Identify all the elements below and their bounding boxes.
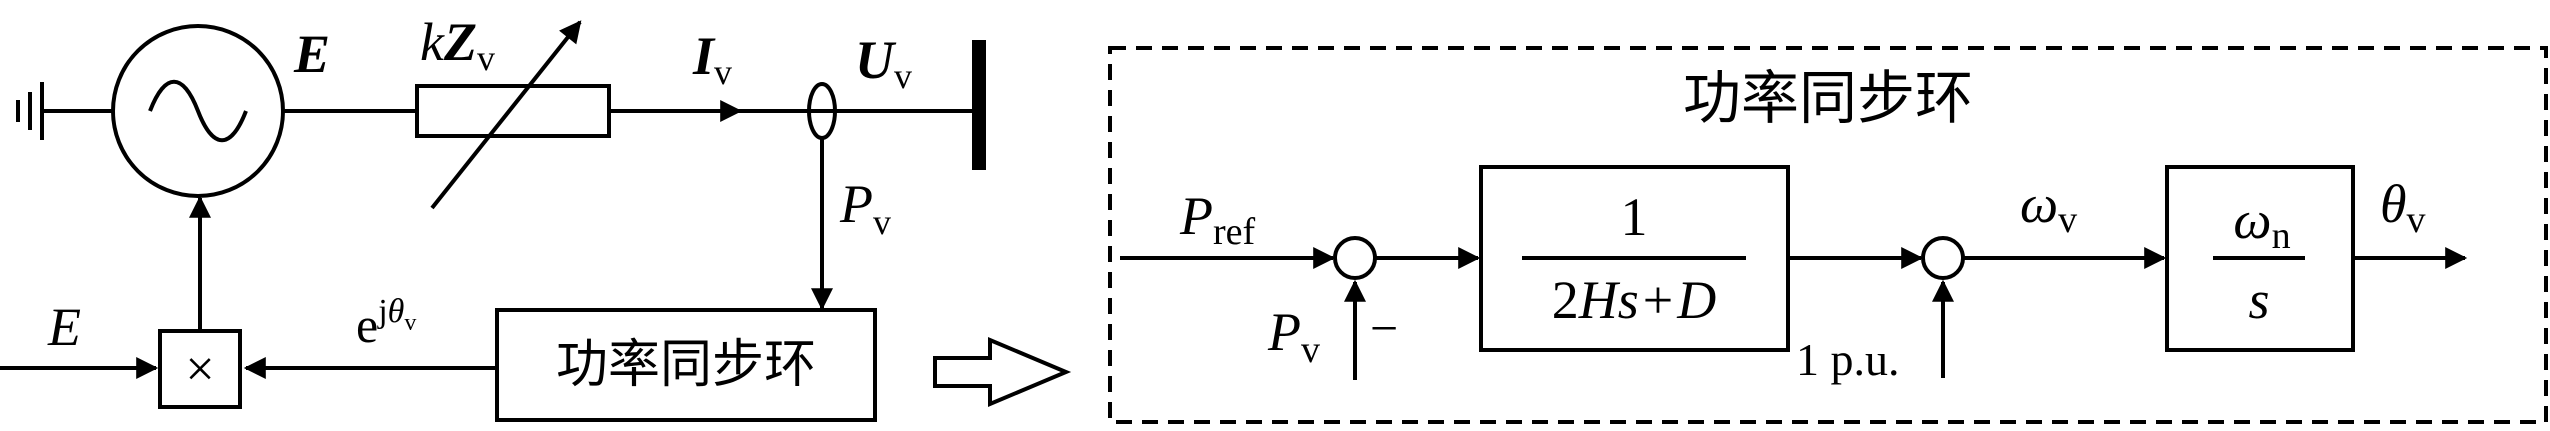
power-sync-loop-label: 功率同步环 <box>556 335 816 395</box>
theta-label: θv <box>2380 174 2426 241</box>
power-label: Pv <box>839 174 891 242</box>
hollow-right-arrow-icon <box>933 336 1072 408</box>
tf1-denominator: 2Hs+D <box>1552 270 1716 330</box>
tf2-numerator: ωn <box>2233 190 2290 257</box>
omega-label: ωv <box>2020 174 2077 241</box>
pv-label: Pv <box>1267 302 1320 371</box>
summing-junction-2 <box>1921 236 1965 280</box>
phase-exponential-label: ejθv <box>356 293 416 353</box>
pu-label: 1 p.u. <box>1796 334 1900 385</box>
summing-junction-1 <box>1333 236 1377 280</box>
tf2-denominator: s <box>2248 270 2269 330</box>
pref-label: Pref <box>1179 186 1256 253</box>
power-sync-loop-block <box>495 308 877 422</box>
minus-sign: − <box>1370 300 1398 356</box>
voltage-label: Uv <box>855 30 912 96</box>
variable-impedance-icon <box>415 20 611 210</box>
ground-icon <box>16 82 112 140</box>
block-diagram-frame <box>1108 46 2548 424</box>
circuit-section: E kZv Iv Uv Pv 功率同步环 <box>0 12 986 422</box>
current-label: Iv <box>692 26 732 92</box>
multiplier-block <box>158 329 242 409</box>
tf1-numerator: 1 <box>1621 187 1648 247</box>
emf-input-label: E <box>47 297 81 357</box>
block-diagram-section: 功率同步环 Pref Pv − 1 2Hs+D 1 p.u. ωv <box>1108 46 2548 424</box>
grid-bus-bar <box>972 40 986 170</box>
emf-label: E <box>293 24 330 84</box>
impedance-label: kZv <box>420 12 495 78</box>
multiply-icon: × <box>185 341 214 398</box>
block-diagram-title: 功率同步环 <box>1683 64 1973 132</box>
ac-source-icon <box>111 24 285 198</box>
